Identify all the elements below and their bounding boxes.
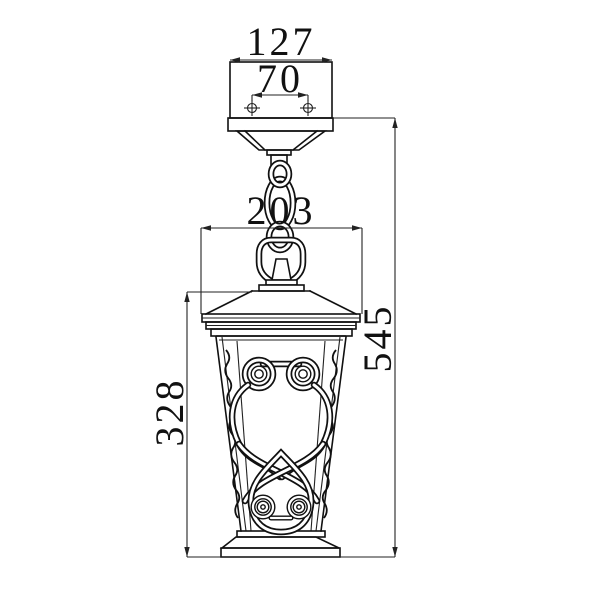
dim-label-127: 127 [247,19,316,64]
finial [258,258,305,292]
cornice [201,313,361,337]
mounting-holes [244,100,316,116]
dim-label-203: 203 [247,188,316,233]
dimension-lantern-width: 203 [200,188,363,314]
roof [204,289,358,316]
base [219,536,341,558]
dim-label-328: 328 [147,378,192,447]
dim-label-545: 545 [355,304,400,373]
dimension-body-height: 328 [147,291,252,557]
dim-label-70: 70 [257,56,303,101]
dimension-canopy-width: 127 [230,19,332,64]
canopy [227,61,334,166]
scrollwork [232,360,330,532]
dimension-hole-spacing: 70 [251,56,309,101]
dimension-overall-height: 545 [187,117,400,558]
